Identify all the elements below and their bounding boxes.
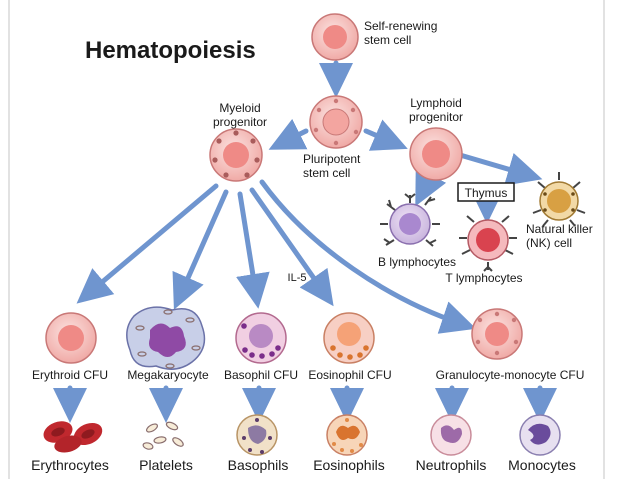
arrow-lymphoid-to-nk [457,152,543,186]
final-label-eosinophils: Eosinophils [313,457,385,473]
eosinophils-cell [326,414,368,456]
final-label-platelets: Platelets [139,457,193,473]
final-label-monocytes: Monocytes [508,457,576,473]
t-lymphocytes-label: T lymphocytes [445,271,522,285]
diagram-title: Hematopoiesis [85,37,256,64]
thymus-label: Thymus [465,186,508,200]
cfu-label-eosinophil: Eosinophil CFU [308,368,391,382]
platelets-cells [142,421,184,450]
arrow-pluripotent-to-lymphoid [363,119,408,151]
cfu-label-basophil: Basophil CFU [224,368,298,382]
arrow-myeloid-to-erythroid [76,183,219,304]
nk-label-line1: Natural killer [526,222,593,236]
il5-label: IL-5 [288,272,307,284]
t-lymphocyte-cell [459,215,517,272]
myeloid-label-line2: progenitor [213,115,267,129]
myeloid-progenitor-cell [209,128,263,182]
self-renewing-label-line2: stem cell [364,33,411,47]
arrow-myeloid-to-granulocyte [259,179,477,334]
eosinophil-cfu-cell [323,312,375,364]
arrow-myeloid-to-eosinophil [249,187,334,307]
arrow-myeloid-to-megakaryocyte [172,189,229,310]
basophil-cfu-cell [235,312,287,364]
arrow-myeloid-to-basophil [236,191,270,309]
erythroid-cfu-cell [45,312,97,364]
lymphoid-progenitor-cell [409,127,463,181]
thymus-box [457,182,515,202]
pluripotent-stem-cell [309,95,363,149]
myeloid-label-line1: Myeloid [219,101,260,115]
pluripotent-label-line2: stem cell [303,166,350,180]
b-lymphocytes-label: B lymphocytes [378,255,456,269]
granulocyte-monocyte-cfu-cell [471,308,523,360]
cfu-label-megakaryocyte: Megakaryocyte [127,368,209,382]
arrow-pluripotent-to-myeloid [268,118,309,150]
self-renewing-label-line1: Self-renewing [364,19,437,33]
cfu-label-erythroid: Erythroid CFU [32,368,108,382]
final-label-neutrophils: Neutrophils [416,457,487,473]
nk-label-line2: (NK) cell [526,236,572,250]
lymphoid-label-line2: progenitor [409,110,463,124]
b-lymphocyte-cell [380,193,440,247]
final-label-basophils: Basophils [228,457,289,473]
self-renewing-stem-cell [311,13,359,61]
pluripotent-label-line1: Pluripotent [303,152,361,166]
nk-cell [532,172,586,227]
final-label-erythrocytes: Erythrocytes [31,457,109,473]
monocytes-cell [519,414,561,456]
megakaryocyte-cell [126,306,206,370]
cfu-label-granulocyte-monocyte: Granulocyte-monocyte CFU [436,368,585,382]
basophils-cell [236,414,278,456]
erythrocytes-cells [43,421,103,453]
lymphoid-label-line1: Lymphoid [410,96,462,110]
neutrophils-cell [430,414,472,456]
